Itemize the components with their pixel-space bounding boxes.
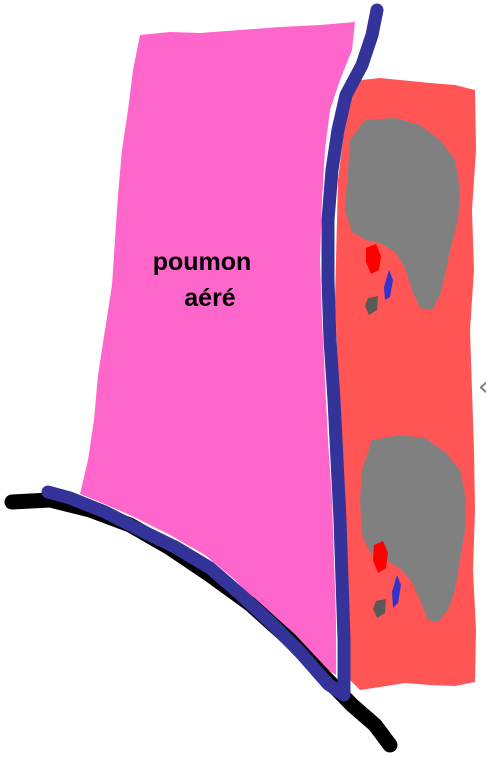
lung-label-line1: poumon [153,248,252,276]
lung-label-line2: aéré [184,284,236,312]
edge-chevron-icon: ‹ [478,372,486,402]
